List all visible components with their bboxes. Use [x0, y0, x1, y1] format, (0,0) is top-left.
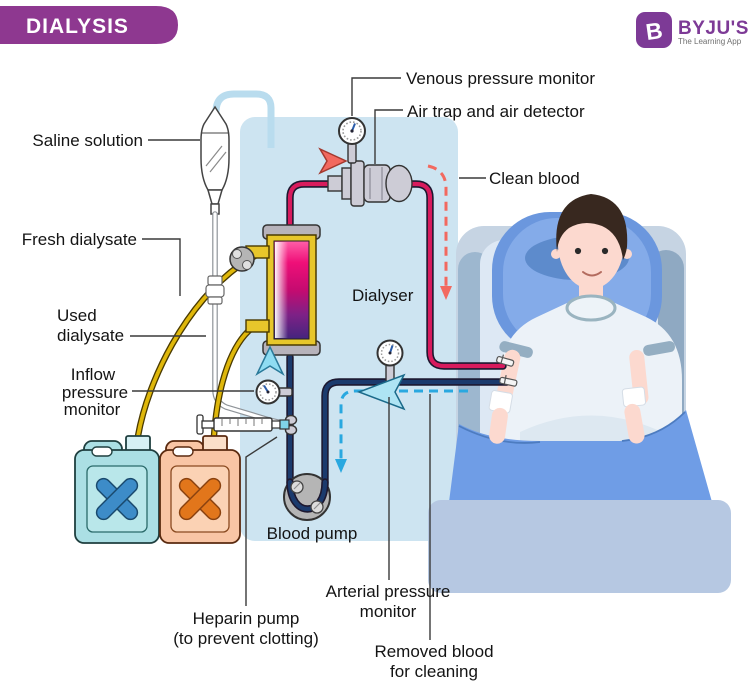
dialyser	[245, 224, 321, 356]
label-air-trap: Air trap and air detector	[407, 102, 585, 121]
arterial-needle	[499, 375, 518, 387]
label-inflow-monitor: pressure	[62, 383, 128, 402]
patient-left-hand	[489, 407, 508, 444]
label-used-dialysate: Used	[57, 306, 97, 325]
label-blood-pump: Blood pump	[267, 524, 358, 543]
leader-air-trap	[374, 109, 403, 164]
saline-air-line	[212, 90, 275, 148]
label-removed-blood: for cleaning	[390, 662, 478, 681]
page-title: DIALYSIS	[26, 15, 129, 38]
title-banner: DIALYSIS	[0, 6, 178, 44]
heparin-syringe	[196, 414, 298, 436]
wrist-bandage	[621, 386, 647, 408]
removed-blood-flow-dash	[339, 389, 468, 460]
dialysis-machine-panel	[240, 117, 458, 541]
leader-fresh-dialysate	[142, 238, 181, 296]
label-removed-blood: Removed blood	[374, 642, 493, 661]
leader-heparin-pump	[245, 436, 278, 606]
venous-needle	[496, 354, 515, 367]
label-fresh-dialysate: Fresh dialysate	[22, 230, 137, 249]
byjus-logo-mark: B	[644, 17, 664, 45]
down-arrow-icon	[440, 286, 452, 300]
discard-x-icon	[95, 477, 139, 521]
label-arterial-monitor: monitor	[360, 602, 417, 621]
leader-venous-monitor	[351, 77, 401, 116]
label-used-dialysate: dialysate	[57, 326, 124, 345]
bed-footboard	[428, 500, 731, 593]
venous-pressure-gauge	[338, 117, 366, 164]
gown-collar	[565, 294, 617, 322]
label-clean-blood: Clean blood	[489, 169, 580, 188]
label-heparin-pump: Heparin pump	[193, 609, 300, 628]
used-dialysate-jug	[159, 435, 241, 544]
discard-x-icon	[178, 477, 222, 521]
label-arterial-monitor: Arterial pressure	[326, 582, 451, 601]
byjus-logo: B BYJU'S The Learning App	[636, 12, 749, 48]
inflow-pressure-gauge	[255, 379, 293, 405]
label-saline-solution: Saline solution	[32, 131, 143, 150]
down-arrow-icon	[335, 459, 347, 473]
fresh-dialysate-jug	[74, 435, 160, 544]
blood-pump	[283, 473, 331, 521]
arterial-pressure-gauge	[376, 339, 404, 383]
up-flow-arrow-icon	[255, 345, 285, 376]
clean-blood-flow-dash	[427, 164, 448, 286]
dialysate-pump	[229, 246, 255, 272]
right-flow-arrow-icon	[318, 147, 348, 175]
label-inflow-monitor: Inflow	[71, 365, 116, 384]
dialysate-outlet-port	[245, 319, 270, 333]
saline-bag	[200, 105, 230, 215]
patient-right-hand	[624, 403, 645, 444]
byjus-brand-text: BYJU'S	[678, 18, 749, 39]
label-heparin-pump: (to prevent clotting)	[173, 629, 319, 648]
byjus-logo-icon	[636, 12, 672, 48]
label-venous-monitor: Venous pressure monitor	[406, 69, 595, 88]
drip-chamber	[205, 275, 225, 305]
air-trap-device	[327, 148, 413, 207]
label-dialyser: Dialyser	[352, 286, 414, 305]
byjus-tagline: The Learning App	[678, 37, 742, 46]
patient-hair	[556, 194, 628, 260]
label-inflow-monitor: monitor	[64, 400, 121, 419]
